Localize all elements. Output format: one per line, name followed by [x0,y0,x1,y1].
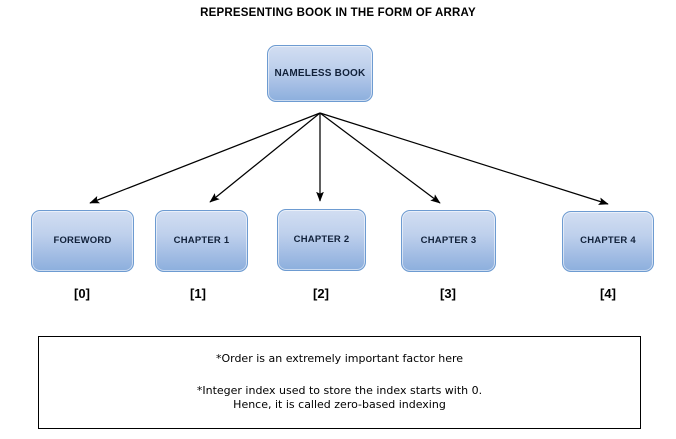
array-index-3: [3] [440,286,456,301]
arrow-to-chapter-1 [209,112,321,203]
node-label: CHAPTER 1 [173,234,230,246]
note-line-zero-based: Hence, it is called zero-based indexing [233,398,446,412]
node-chapter-3[interactable]: CHAPTER 3 [401,210,496,272]
arrow-to-foreword [89,112,321,204]
array-index-1: [1] [190,286,206,301]
node-chapter-1[interactable]: CHAPTER 1 [155,210,248,272]
note-line-integer-index: *Integer index used to store the index s… [196,383,483,397]
array-index-2: [2] [313,286,329,301]
array-index-0: [0] [74,286,90,301]
node-label: CHAPTER 2 [293,233,350,245]
note-line-order: *Order is an extremely important factor … [215,351,464,365]
node-label: FOREWORD [53,234,112,246]
page-title: REPRESENTING BOOK IN THE FORM OF ARRAY [200,7,476,19]
node-foreword[interactable]: FOREWORD [31,210,134,272]
arrow-to-chapter-3 [319,112,441,204]
node-chapter-2[interactable]: CHAPTER 2 [277,209,366,271]
node-label: CHAPTER 4 [580,235,636,247]
node-label: CHAPTER 3 [420,234,477,246]
node-root-label: NAMELESS BOOK [274,68,366,79]
array-index-4: [4] [600,286,616,301]
node-chapter-4[interactable]: CHAPTER 4 [562,211,654,272]
arrow-to-chapter-4 [319,112,609,205]
note-box: *Order is an extremely important factor … [38,336,641,429]
node-nameless-book[interactable]: NAMELESS BOOK [267,45,373,102]
